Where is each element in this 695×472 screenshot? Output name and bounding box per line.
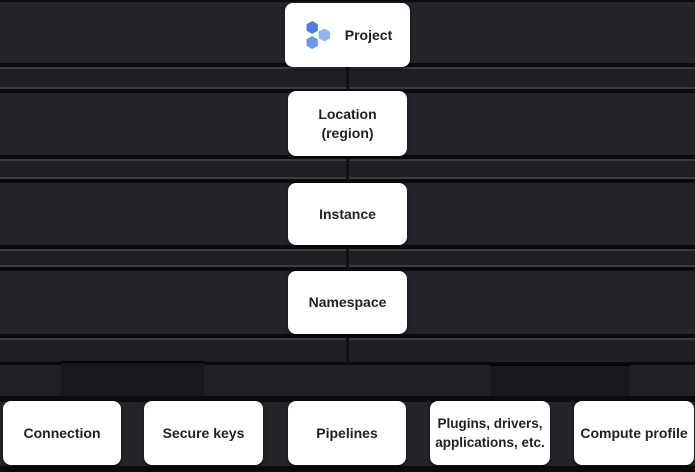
lane-divider (0, 155, 695, 159)
connector-shadow-segment (490, 364, 630, 396)
node-namespace: Namespace (288, 271, 407, 334)
node-namespace-label: Namespace (308, 294, 387, 310)
node-pipelines-label: Pipelines (316, 424, 378, 441)
node-instance-label: Instance (319, 205, 376, 222)
node-project-label: Project (344, 26, 393, 43)
lane-divider (0, 334, 695, 338)
lane-divider (0, 245, 695, 249)
project-hexagons-icon (305, 19, 331, 51)
node-instance: Instance (288, 183, 407, 245)
node-secure-keys-label: Secure keys (162, 424, 245, 441)
lane-divider (0, 0, 695, 2)
lane-divider (0, 396, 695, 402)
node-compute-profile: Compute profile (574, 401, 694, 465)
node-secure-keys: Secure keys (144, 401, 263, 465)
node-connection: Connection (3, 401, 121, 465)
node-location-label-line2: (region) (321, 124, 374, 141)
node-compute-profile-label: Compute profile (580, 424, 688, 441)
node-connection-label: Connection (23, 424, 101, 441)
node-plugins-label-line2: applications, etc. (435, 435, 545, 450)
node-location-region: Location (region) (288, 91, 407, 156)
lane-divider (0, 466, 695, 472)
connector-stub (346, 249, 349, 271)
node-location-label-line1: Location (318, 105, 377, 122)
connector-stub (346, 67, 349, 93)
connector-stub (346, 338, 349, 364)
connector-shadow-segment (61, 361, 204, 396)
node-plugins-drivers-applications: Plugins, drivers, applications, etc. (430, 401, 550, 465)
node-pipelines: Pipelines (288, 401, 406, 465)
node-project: Project (285, 3, 410, 67)
node-plugins-label-line1: Plugins, drivers, (437, 416, 543, 431)
connector-stub (346, 159, 349, 183)
